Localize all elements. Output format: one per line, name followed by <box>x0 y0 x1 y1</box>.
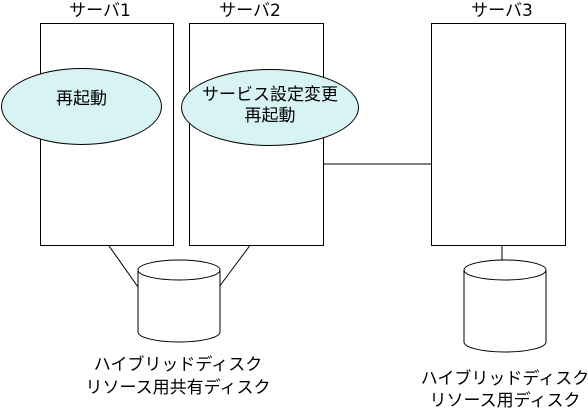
server1-action-oval <box>1 68 162 145</box>
server2-action-label-1: サービス設定変更 <box>202 85 338 105</box>
server3-disk-caption-1: ハイブリッドディスク <box>420 369 588 389</box>
server1-action-label: 再起動 <box>56 89 107 109</box>
server3-disk-caption-2: リソース用ディスク <box>429 391 581 411</box>
server3-disk-icon <box>463 259 547 353</box>
server2-action-label-2: 再起動 <box>244 106 296 126</box>
shared-disk-caption-2: リソース用共有ディスク <box>85 378 271 398</box>
server1-title: サーバ1 <box>69 1 131 21</box>
shared-disk-caption-1: ハイブリッドディスク <box>93 355 263 375</box>
server2-action-oval <box>181 69 359 146</box>
server2-title: サーバ2 <box>219 1 281 21</box>
server3-box <box>431 23 566 246</box>
shared-disk-icon <box>137 259 221 343</box>
server3-title: サーバ3 <box>471 1 533 21</box>
